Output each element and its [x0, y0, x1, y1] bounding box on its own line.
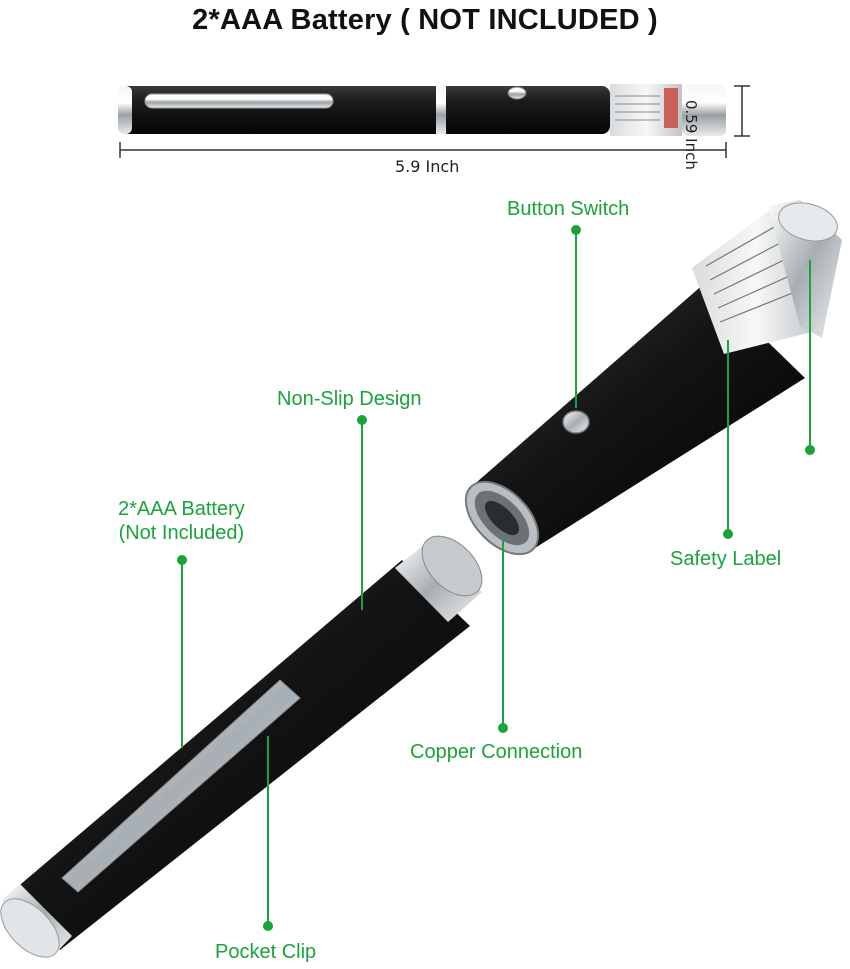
length-label: 5.9 Inch — [395, 157, 460, 176]
callout-non-slip: Non-Slip Design — [277, 388, 422, 410]
callout-battery-line2: (Not Included) — [118, 522, 245, 544]
callout-copper: Copper Connection — [410, 741, 583, 763]
callout-battery: 2*AAA Battery (Not Included) — [118, 497, 245, 545]
dimension-lines — [119, 85, 750, 158]
pen-body-section — [0, 535, 483, 958]
callout-safety-label: Safety Label — [670, 548, 782, 570]
callout-battery-line1: 2*AAA Battery — [118, 498, 245, 520]
callout-button-switch: Button Switch — [507, 198, 630, 220]
leader-lines — [177, 225, 815, 931]
diameter-label: 0.59 Inch — [682, 100, 700, 170]
page-title: 2*AAA Battery ( NOT INCLUDED ) — [192, 4, 658, 36]
pen-head-section — [464, 200, 842, 556]
top-pen — [118, 84, 726, 136]
callout-pocket-clip: Pocket Clip — [215, 941, 317, 963]
